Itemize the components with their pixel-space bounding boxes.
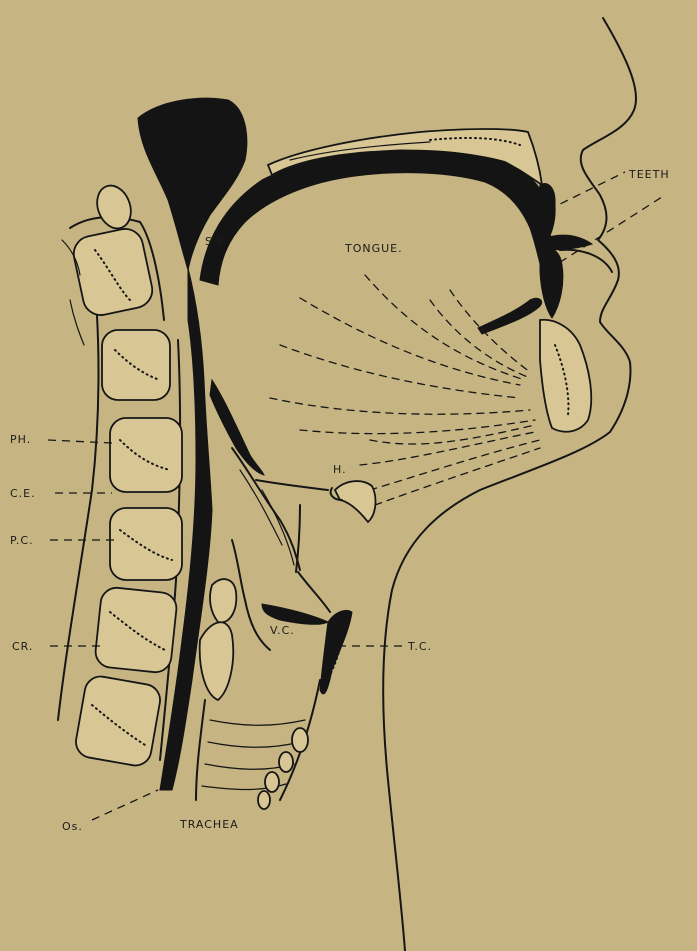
leader-ph: [48, 440, 112, 443]
vertebra-c3: [102, 330, 170, 400]
cervical-vertebrae: [58, 181, 182, 768]
label-tongue: TONGUE.: [344, 242, 403, 255]
label-pc: P.C.: [10, 534, 34, 547]
lip-junction: [545, 235, 592, 250]
vertebra-c7: [73, 674, 162, 768]
tongue-muscle-fibers: [270, 275, 540, 505]
vocal-cords: [262, 604, 328, 624]
larynx-front: [232, 540, 270, 650]
mandible: [540, 320, 591, 432]
cricoid-cartilage: [200, 622, 234, 700]
label-ce: C.E.: [10, 487, 36, 500]
label-vc: V.C.: [270, 624, 295, 637]
pharynx-branch: [210, 380, 264, 475]
label-ph: PH.: [10, 433, 31, 446]
lower-lip-line: [560, 250, 612, 272]
label-teeth: TEETH: [628, 168, 670, 181]
label-h: H.: [333, 463, 347, 476]
label-cr: CR.: [12, 640, 33, 653]
vertebra-c5: [110, 508, 182, 580]
label-sp: S.P.: [205, 235, 228, 248]
leader-teeth: [548, 172, 625, 210]
label-os: Os.: [62, 820, 83, 833]
leader-teeth-2: [548, 195, 665, 270]
atlas-oval: [91, 181, 136, 233]
tongue-dorsum: [200, 150, 551, 285]
vertebra-c4: [110, 418, 182, 492]
hyoid-bone: [335, 481, 375, 522]
soft-palate: [138, 98, 247, 270]
lower-incisor: [540, 248, 563, 318]
vertebra-c2: [70, 226, 155, 319]
vertebra-c6: [94, 586, 178, 674]
tongue-tip-fork: [478, 298, 542, 334]
trachea: [196, 680, 320, 809]
leader-os: [92, 790, 158, 820]
arytenoid: [210, 579, 236, 622]
label-tc: T.C.: [407, 640, 432, 653]
label-trachea: TRACHEA: [179, 818, 239, 831]
